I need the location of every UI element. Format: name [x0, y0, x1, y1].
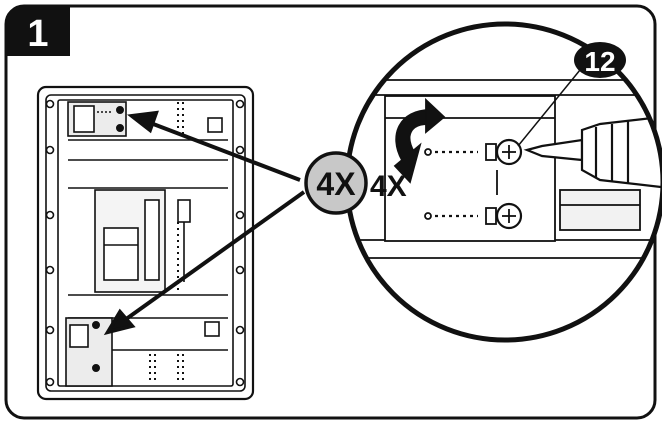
top-bracket	[67, 101, 127, 137]
part-number-label: 12	[584, 46, 615, 77]
leader-arrows	[103, 110, 306, 336]
alignment-holes	[424, 148, 498, 220]
screw-icon	[485, 202, 523, 230]
detail-magnifier: 4X	[344, 21, 662, 343]
screw-icon	[485, 138, 523, 166]
quantity-badge-label: 4X	[316, 166, 356, 202]
step-number-tab: 1	[6, 6, 70, 56]
bottom-bracket	[65, 317, 113, 387]
screwdriver-icon	[523, 114, 662, 190]
component-stack	[94, 189, 191, 293]
rotation-arrow-icon	[393, 97, 446, 184]
part-number-callout: 12	[517, 42, 626, 147]
terminal-dots	[149, 102, 184, 384]
step-number: 1	[27, 13, 48, 55]
panel-mounting-holes	[45, 99, 245, 387]
quantity-badge: 4X	[304, 151, 368, 215]
equipment-panel	[36, 85, 255, 401]
quantity-echo: 4X	[370, 170, 407, 203]
